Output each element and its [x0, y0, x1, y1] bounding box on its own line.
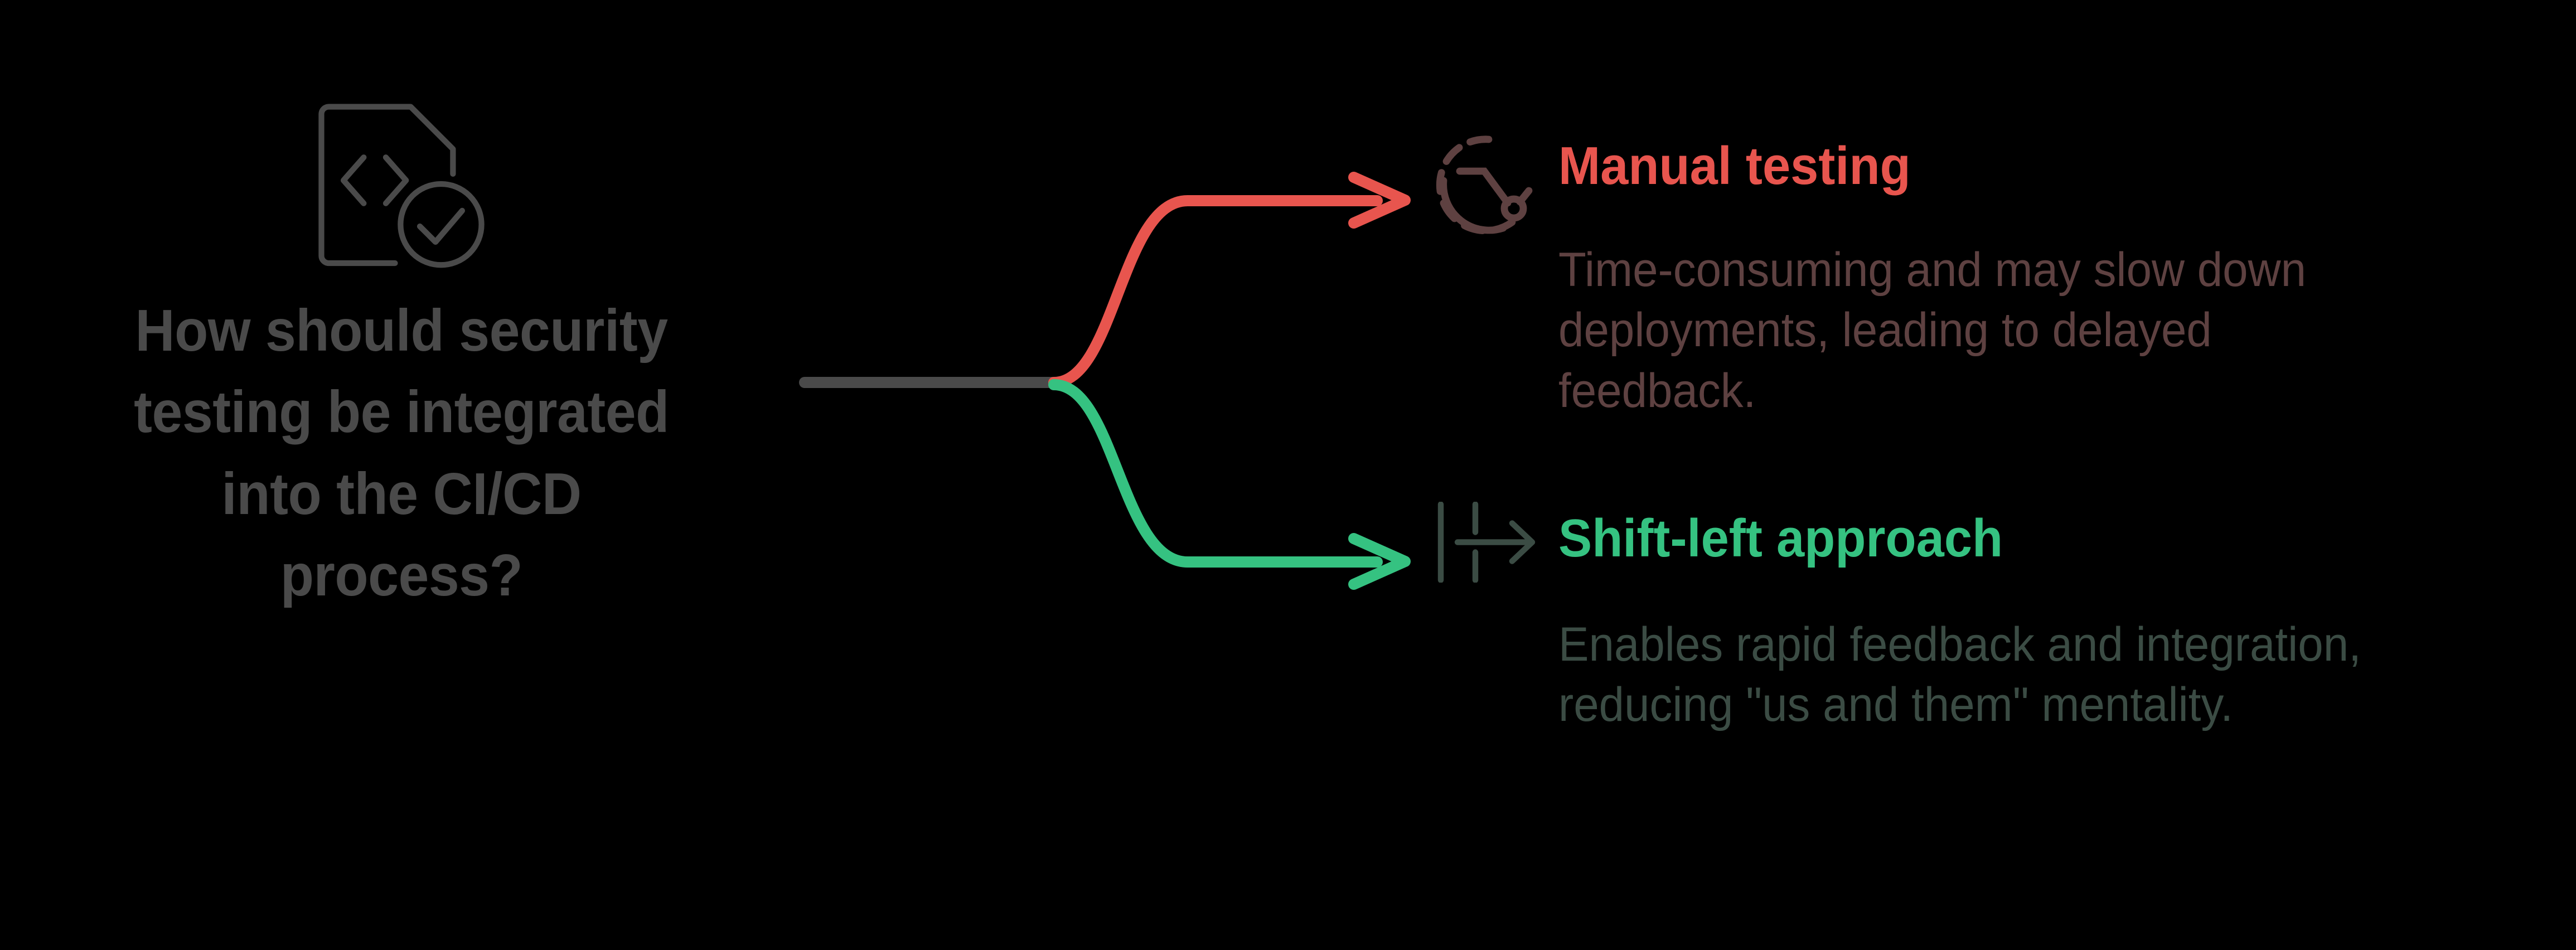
page-title: How should security testing be integrate… [134, 298, 669, 608]
connector-branch-shift [1048, 379, 1383, 568]
branch-label-shift-left-approach: Shift-left approach [1558, 508, 2003, 568]
branch-shift-left-approach: Shift-left approach Enables rapid feedba… [1433, 502, 2526, 735]
code-document-check-icon [309, 95, 493, 279]
branch-label-manual-testing: Manual testing [1558, 136, 1911, 196]
branch-manual-testing: Manual testing Time-consuming and may sl… [1433, 129, 2526, 421]
connector-branch-manual [1048, 195, 1383, 388]
question-block: How should security testing be integrate… [78, 95, 725, 616]
arrowhead-shift [1348, 533, 1411, 590]
shift-left-arrow-icon [1433, 502, 1558, 583]
branch-header: Shift-left approach [1433, 502, 2526, 602]
branch-description-manual-testing: Time-consuming and may slow down deploym… [1558, 243, 2307, 418]
branch-header: Manual testing [1433, 129, 2526, 235]
clock-timer-icon [1433, 129, 1558, 241]
branch-description-shift-left-approach: Enables rapid feedback and integration, … [1558, 618, 2361, 732]
arrowhead-manual [1348, 172, 1411, 229]
